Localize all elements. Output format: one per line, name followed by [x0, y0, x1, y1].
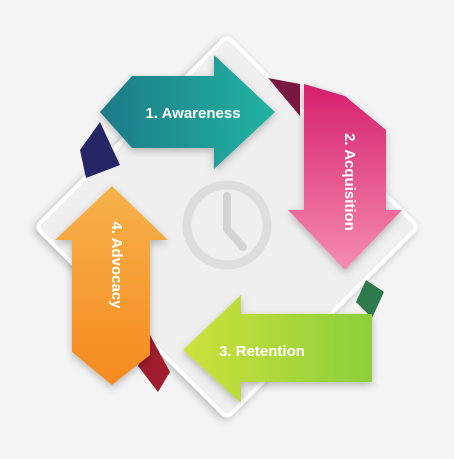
- advocacy-label: 4. Advocacy: [108, 222, 125, 310]
- advocacy-arrow: [55, 186, 168, 385]
- clock-icon: [182, 180, 272, 270]
- retention-label: 3. Retention: [219, 343, 305, 360]
- acquisition-label: 2. Acquisition: [341, 133, 358, 231]
- fold-awareness: [268, 78, 300, 116]
- awareness-arrow: [100, 55, 275, 169]
- fold-awareness-tail: [80, 122, 120, 178]
- retention-arrow: [183, 295, 372, 403]
- awareness-label: 1. Awareness: [145, 105, 240, 122]
- acquisition-arrow: [288, 84, 402, 270]
- fold-acquisition: [356, 280, 384, 318]
